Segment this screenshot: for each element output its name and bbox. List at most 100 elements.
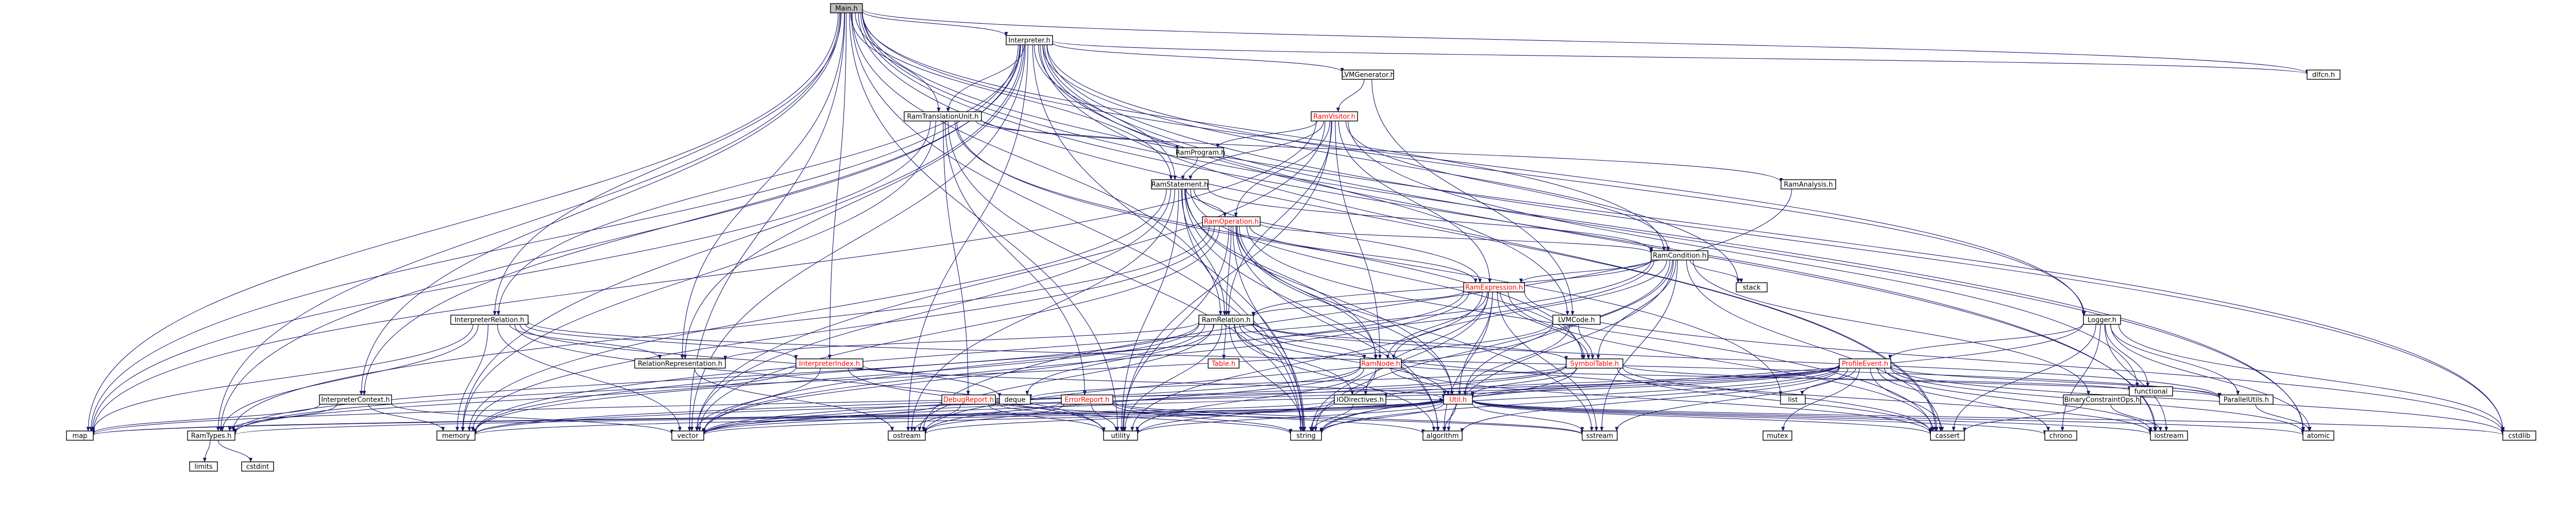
node-box[interactable] [1651, 250, 1708, 261]
node-box[interactable] [1839, 358, 1891, 369]
edge-ram_xlate_unit-to-map [90, 120, 931, 431]
node-box[interactable] [187, 430, 235, 441]
node-util[interactable]: Util.h [1443, 394, 1473, 405]
node-box[interactable] [1311, 111, 1358, 122]
node-box[interactable] [1342, 70, 1394, 80]
node-box[interactable] [450, 315, 529, 325]
edge-prof_event-to-cassert [1870, 368, 1944, 431]
node-box[interactable] [2219, 394, 2274, 405]
node-label: ParallelUtils.h [2224, 396, 2269, 404]
node-llvm-code[interactable]: LVMCode.h [1552, 315, 1601, 325]
edge-ram_xlate_unit-to-error_report [945, 120, 1087, 395]
edge-ram_condition-to-cassert [1686, 260, 1943, 431]
node-box[interactable] [1151, 179, 1209, 189]
edge-main-to-interp_relation [493, 12, 842, 316]
node-ram-condition[interactable]: RamCondition.h [1651, 250, 1708, 261]
node-box [1780, 394, 1806, 405]
edge-ram_condition-to-util [1463, 260, 1673, 395]
node-io-directives[interactable]: IODirectives.h [1334, 394, 1386, 405]
node-ram-visitor[interactable]: RamVisitor.h [1311, 111, 1358, 122]
node-binary-ops[interactable]: BinaryConstraintOps.h [2063, 394, 2141, 405]
node-box [1103, 430, 1138, 441]
node-label: RamTranslationUnit.h [907, 113, 978, 121]
node-box[interactable] [1463, 282, 1525, 292]
node-box[interactable] [795, 358, 863, 369]
edge-prof_event-to-iostream [1884, 368, 2153, 432]
node-box[interactable] [1202, 216, 1261, 227]
edge-ram_expression-to-cstdlib [1524, 291, 2505, 434]
node-ram-types[interactable]: RamTypes.h [187, 430, 235, 441]
edge-util-to-ram_types [233, 400, 1444, 436]
node-parallel-utils[interactable]: ParallelUtils.h [2219, 394, 2274, 405]
node-box[interactable] [2063, 394, 2141, 405]
node-box[interactable] [1061, 394, 1113, 405]
node-relation-repr[interactable]: RelationRepresentation.h [634, 358, 726, 369]
node-ram-analysis[interactable]: RamAnalysis.h [1781, 179, 1836, 189]
edge-main-to-logger [862, 12, 2086, 316]
node-error-report[interactable]: ErrorReport.h [1061, 394, 1113, 405]
node-ram-program[interactable]: RamProgram.h [1176, 147, 1226, 158]
edge-ram_xlate_unit-to-memory [461, 120, 936, 431]
node-label: Logger.h [2088, 317, 2116, 324]
edge-main-to-vector [687, 12, 845, 431]
node-label: InterpreterContext.h [321, 396, 390, 404]
node-box[interactable] [1360, 358, 1402, 369]
node-box[interactable] [1552, 315, 1601, 325]
node-label: sstream [1586, 432, 1613, 440]
edge-ram_statement-to-ostream [910, 188, 1175, 431]
node-ram-relation[interactable]: RamRelation.h [1198, 315, 1254, 325]
edge-ram_condition-to-ram_relation [1251, 259, 1652, 317]
node-llvm-gen[interactable]: LVMGenerator.h [1341, 70, 1395, 80]
edge-ram_statement-to-ram_expression [1193, 188, 1482, 283]
node-label: InterpreterIndex.h [799, 360, 860, 368]
node-box[interactable] [1334, 394, 1386, 405]
node-box[interactable] [904, 111, 982, 122]
node-box[interactable] [1443, 394, 1473, 405]
edge-interp_context-to-map [91, 404, 320, 435]
node-box[interactable] [941, 394, 996, 405]
node-label: DebugReport.h [943, 396, 994, 404]
node-box[interactable] [319, 394, 392, 405]
edge-ram_types-to-cstdint [217, 440, 252, 462]
edge-ram_program-to-ram_statement [1181, 157, 1198, 180]
node-ram-operation[interactable]: RamOperation.h [1202, 216, 1261, 227]
edge-llvm_gen-to-llvm_code [1371, 79, 1574, 316]
node-box[interactable] [1198, 315, 1254, 325]
edge-relation_repr-to-ostream [694, 368, 894, 431]
node-label: RamNode.h [1361, 360, 1400, 368]
node-ram-xlate-unit[interactable]: RamTranslationUnit.h [904, 111, 982, 122]
node-label: deque [1005, 396, 1026, 404]
edge-ram_xlate_unit-to-ram_program [975, 120, 1179, 150]
node-table[interactable]: Table.h [1208, 358, 1240, 369]
node-box[interactable] [634, 358, 726, 369]
node-interpreter[interactable]: Interpreter.h [1006, 35, 1053, 45]
node-ram-expression[interactable]: RamExpression.h [1463, 282, 1525, 292]
node-box[interactable] [2083, 315, 2121, 325]
node-label: SymbolTable.h [1570, 360, 1619, 368]
edge-logger-to-chrono [2060, 324, 2101, 431]
node-label: ProfileEvent.h [1842, 360, 1888, 368]
node-ram-node[interactable]: RamNode.h [1360, 358, 1402, 369]
node-box[interactable] [1566, 358, 1623, 369]
node-box[interactable] [1208, 358, 1240, 369]
node-interp-relation[interactable]: InterpreterRelation.h [450, 315, 529, 325]
node-label: RamRelation.h [1202, 317, 1251, 324]
edge-interp_relation-to-ram_types [221, 324, 479, 431]
node-box[interactable] [1177, 147, 1224, 158]
edge-ram_relation-to-io_directives [1233, 324, 1354, 395]
node-box [999, 394, 1031, 405]
node-logger[interactable]: Logger.h [2083, 315, 2121, 325]
node-box [436, 430, 476, 441]
node-debug-report[interactable]: DebugReport.h [941, 394, 996, 405]
node-prof-event[interactable]: ProfileEvent.h [1839, 358, 1891, 369]
node-symbol-table[interactable]: SymbolTable.h [1566, 358, 1623, 369]
node-interp-index[interactable]: InterpreterIndex.h [795, 358, 863, 369]
node-interp-context[interactable]: InterpreterContext.h [319, 394, 392, 405]
node-box[interactable] [1781, 179, 1836, 189]
node-ram-statement[interactable]: RamStatement.h [1151, 179, 1209, 189]
node-box[interactable] [1006, 35, 1053, 45]
node-box [66, 430, 94, 441]
edge-prof_event-to-utility [1136, 366, 1840, 435]
edge-interp_relation-to-vector [497, 324, 682, 431]
edge-ram_visitor-to-functional [1348, 120, 2139, 387]
